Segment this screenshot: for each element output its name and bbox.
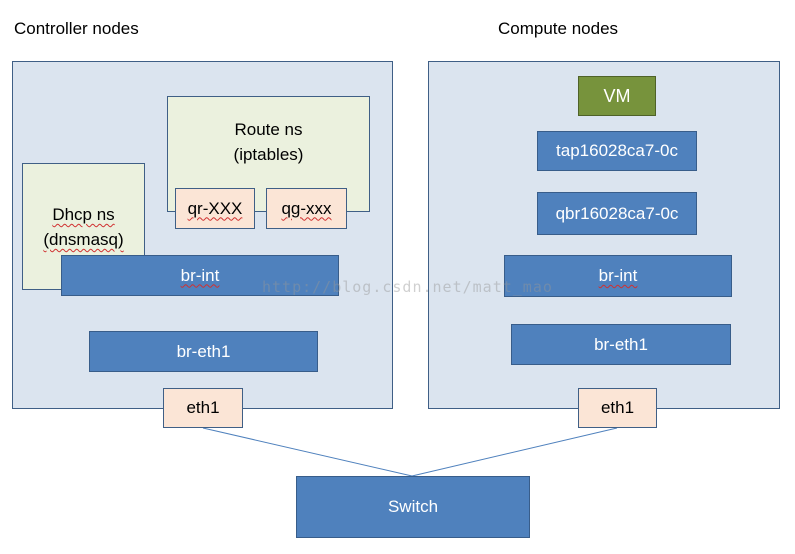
dhcp-ns-sublabel: (dnsmasq) — [43, 230, 124, 249]
qbr-bridge: qbr16028ca7-0c — [537, 192, 697, 235]
compute-br-eth1: br-eth1 — [511, 324, 731, 365]
controller-br-eth1-label: br-eth1 — [176, 341, 231, 361]
controller-br-eth1: br-eth1 — [89, 331, 318, 372]
controller-br-int: br-int — [61, 255, 339, 296]
route-ns-sublabel: (iptables) — [233, 145, 304, 164]
qr-port-label: qr-XXX — [187, 198, 243, 218]
controller-eth1-to-switch-line — [202, 427, 413, 477]
vm-label: VM — [603, 85, 631, 106]
switch-box: Switch — [296, 476, 530, 538]
compute-eth1-label: eth1 — [600, 398, 635, 417]
watermark-text: http://blog.csdn.net/matt_mao — [262, 278, 553, 296]
controller-nodes-heading: Controller nodes — [14, 19, 139, 38]
controller-eth1-port: eth1 — [163, 388, 243, 428]
tap-label: tap16028ca7-0c — [556, 141, 678, 160]
compute-br-int-label: br-int — [598, 266, 638, 285]
compute-nodes-heading: Compute nodes — [498, 19, 619, 38]
route-ns-label: Route ns — [234, 120, 303, 139]
qg-port: qg-xxx — [266, 188, 347, 229]
qbr-label: qbr16028ca7-0c — [555, 203, 679, 223]
dhcp-ns-label: Dhcp ns — [52, 205, 115, 224]
compute-eth1-port: eth1 — [578, 388, 657, 428]
tap-interface: tap16028ca7-0c — [537, 131, 697, 171]
controller-eth1-label: eth1 — [186, 398, 220, 417]
qg-port-label: qg-xxx — [281, 198, 332, 218]
switch-label: Switch — [387, 497, 439, 516]
compute-br-int: br-int — [504, 255, 732, 297]
compute-br-eth1-label: br-eth1 — [594, 334, 648, 354]
compute-eth1-to-switch-line — [411, 427, 618, 477]
controller-br-int-label: br-int — [180, 265, 220, 285]
qr-port: qr-XXX — [175, 188, 255, 229]
vm-box: VM — [578, 76, 656, 116]
